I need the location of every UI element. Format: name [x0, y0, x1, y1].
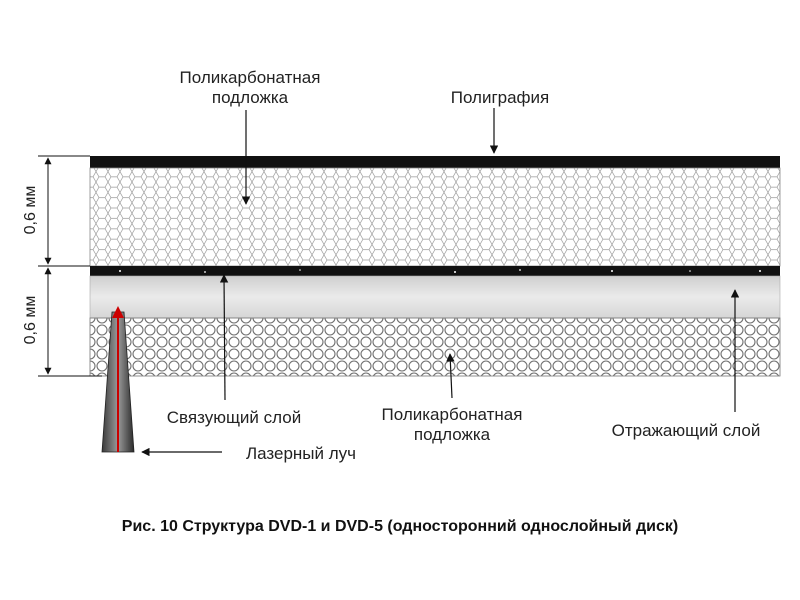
- bottom-polycarbonate-substrate: [89, 317, 781, 377]
- label-bonding-layer: Связующий слой: [166, 408, 302, 427]
- label-polycarbonate-top-line1: Поликарбонатная: [179, 68, 321, 87]
- label-polycarbonate-top-line2: подложка: [211, 88, 289, 107]
- label-polycarbonate-bottom-line2: подложка: [413, 425, 491, 444]
- label-printing: Полиграфия: [450, 88, 550, 107]
- figure-caption: Рис. 10 Структура DVD-1 и DVD-5 (односто…: [121, 518, 679, 535]
- label-polycarbonate-bottom-line1: Поликарбонатная: [381, 405, 523, 424]
- laser-beam-arrowhead: [112, 306, 124, 318]
- dimension-lines: [38, 155, 102, 377]
- dimension-label-bottom: 0,6 мм: [22, 295, 39, 345]
- label-reflective-layer: Отражающий слой: [611, 421, 761, 440]
- top-polycarbonate-substrate: [89, 167, 781, 267]
- reflective-layer: [89, 275, 781, 319]
- label-polycarbonate-bottom: Поликарбонатная подложка: [362, 405, 542, 445]
- label-laser-beam: Лазерный луч: [245, 444, 357, 463]
- dimension-label-top: 0,6 мм: [22, 185, 39, 235]
- bonding-layer: [90, 266, 780, 276]
- pointer-arrows: [141, 108, 740, 457]
- bonding-layer-specks: [119, 269, 761, 273]
- printing-layer: [90, 156, 780, 168]
- label-polycarbonate-top: Поликарбонатная подложка: [160, 68, 340, 108]
